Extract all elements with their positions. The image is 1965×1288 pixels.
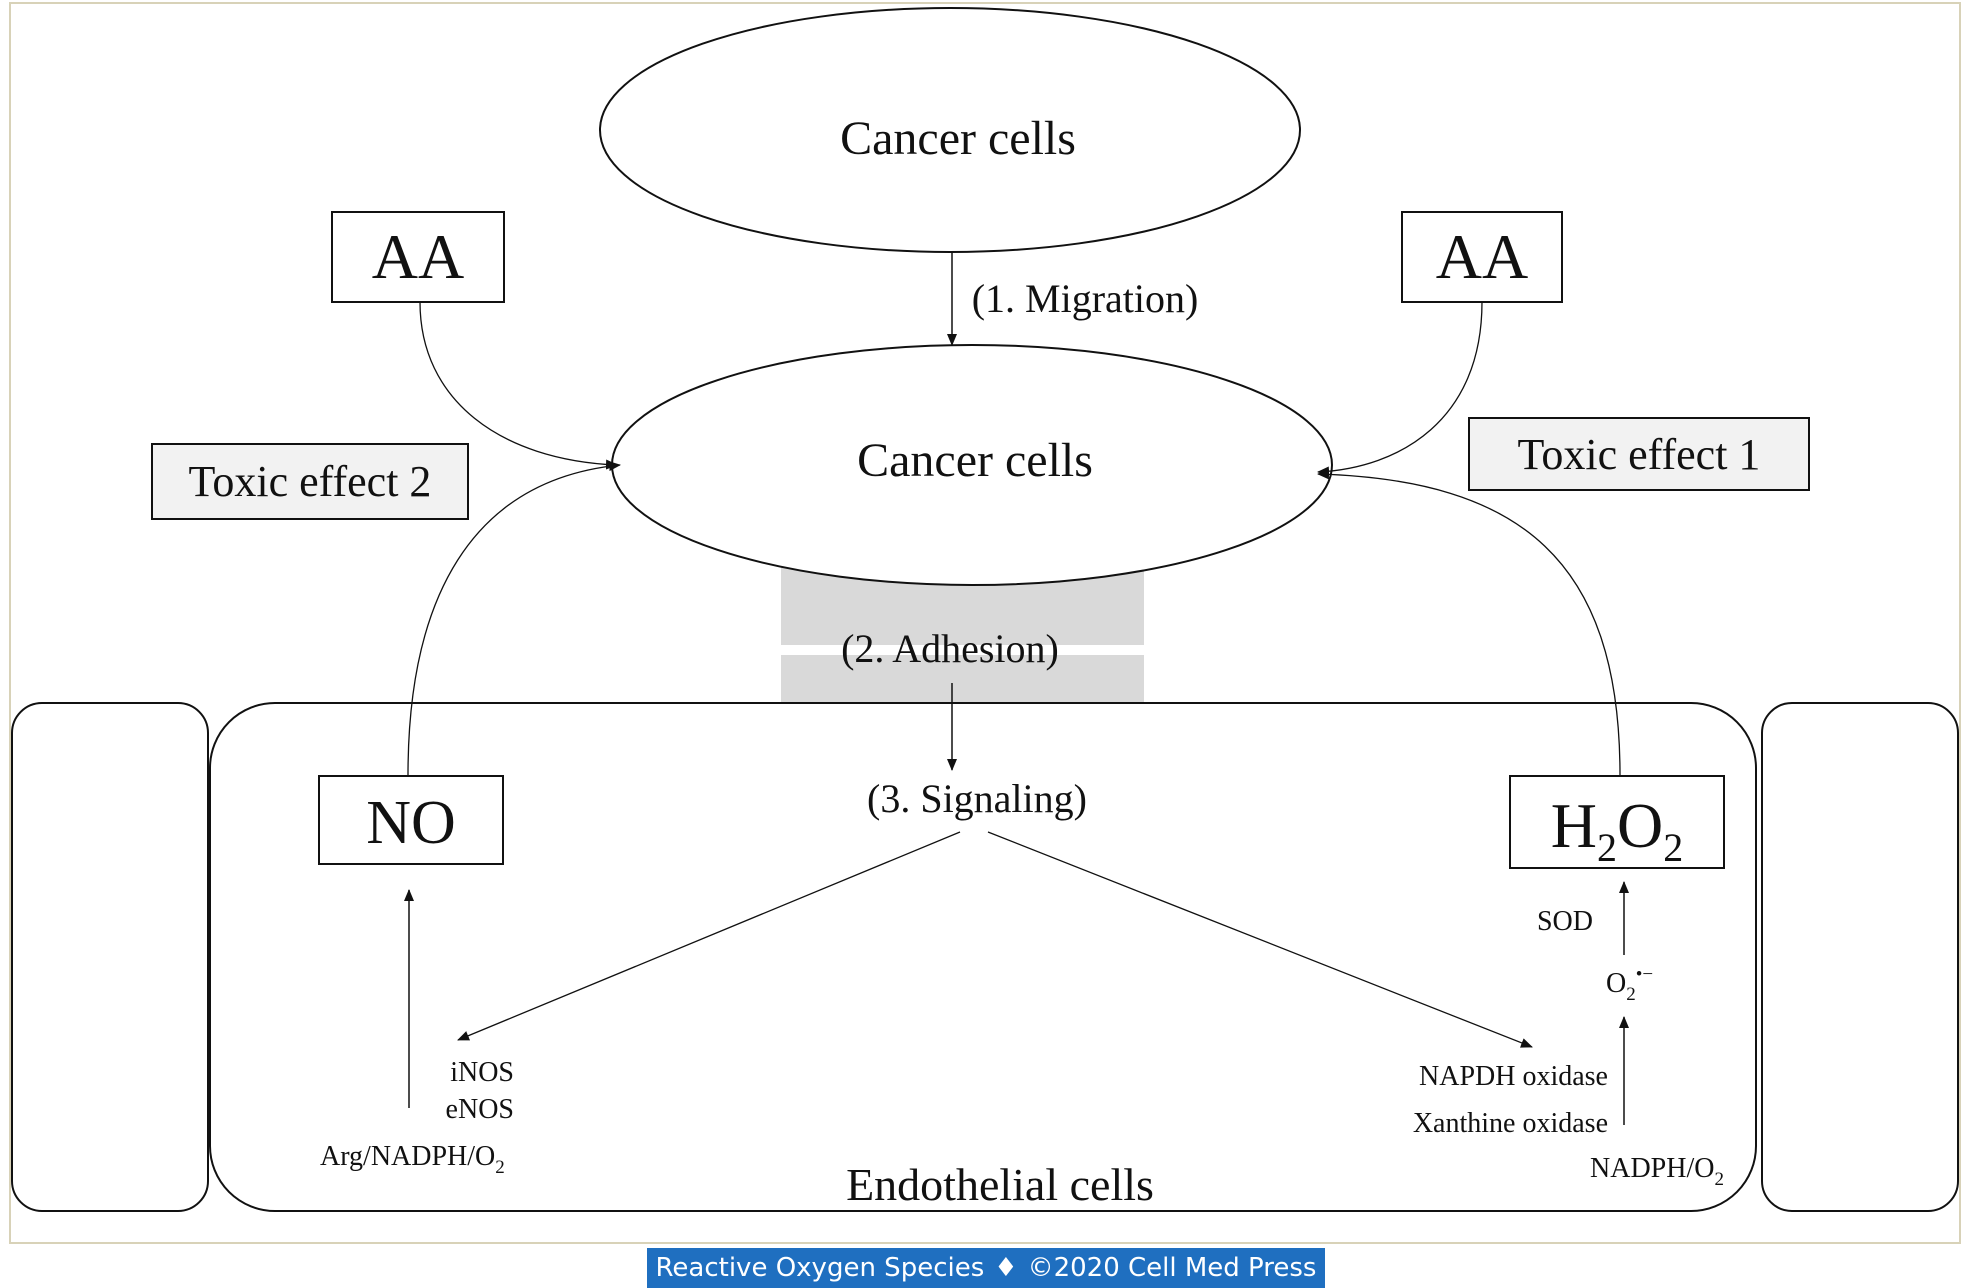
toxic-effect-1-label: Toxic effect 1 xyxy=(1518,430,1761,479)
sod-label: SOD xyxy=(1537,906,1593,937)
signaling-to-nos-arrow xyxy=(457,831,961,1041)
superoxide-label: O2•− xyxy=(1606,964,1653,1005)
no-box xyxy=(318,775,504,865)
cancer-cells-top-ellipse xyxy=(599,7,1301,253)
toxic-effect-2-label: Toxic effect 2 xyxy=(189,457,432,506)
copyright-banner: Reactive Oxygen Species ♦ ©2020 Cell Med… xyxy=(647,1248,1325,1288)
diamond-separator-icon: ♦ xyxy=(994,1253,1018,1283)
copyright-text: ©2020 Cell Med Press xyxy=(1027,1253,1317,1283)
cancer-cells-top-label: Cancer cells xyxy=(840,112,1076,165)
aa-left-label: AA xyxy=(372,221,464,292)
toxic-effect-2-box xyxy=(151,443,469,520)
aa-right-label: AA xyxy=(1436,221,1528,292)
enos-label: eNOS xyxy=(446,1094,514,1125)
migration-label: (1. Migration) xyxy=(972,276,1199,321)
signaling-label: (3. Signaling) xyxy=(867,776,1087,821)
signaling-to-oxidase-arrow xyxy=(987,831,1533,1048)
endothelial-cell xyxy=(209,702,1757,1212)
h2o2-label: H2O2 xyxy=(1551,790,1683,870)
cancer-cells-middle-label: Cancer cells xyxy=(857,434,1093,487)
arg-nadph-o2-label: Arg/NADPH/O2 xyxy=(320,1141,505,1178)
adhesion-block-lower xyxy=(781,655,1144,703)
side-cell-left xyxy=(11,702,209,1212)
napdh-oxidase-label: NAPDH oxidase xyxy=(1419,1061,1608,1092)
xanthine-oxidase-label: Xanthine oxidase xyxy=(1413,1108,1608,1139)
outer-frame xyxy=(9,2,1961,1244)
no-label: NO xyxy=(366,789,456,857)
toxic-effect-1-box xyxy=(1468,417,1810,491)
aa-right-curve-arrow xyxy=(1317,301,1483,477)
side-cell-right xyxy=(1761,702,1959,1212)
aa-left-box xyxy=(331,211,505,303)
h2o2-box xyxy=(1509,775,1725,869)
h2o2-curve-arrow xyxy=(1317,469,1621,776)
aa-left-curve-arrow xyxy=(419,301,618,470)
adhesion-label: (2. Adhesion) xyxy=(841,626,1059,671)
endothelial-cells-label: Endothelial cells xyxy=(846,1159,1154,1210)
nadph-o2-label: NADPH/O2 xyxy=(1590,1153,1724,1190)
journal-name: Reactive Oxygen Species xyxy=(655,1253,985,1283)
aa-right-box xyxy=(1401,211,1563,303)
inos-label: iNOS xyxy=(450,1057,514,1088)
no-curve-arrow xyxy=(407,461,621,776)
